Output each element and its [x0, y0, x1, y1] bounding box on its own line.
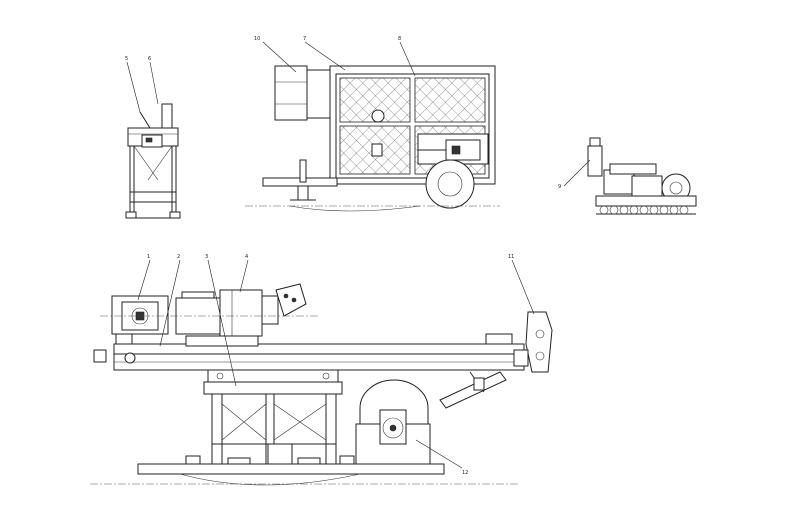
callout-9-label: 9 [558, 184, 561, 190]
callout-12-label: 12 [462, 470, 468, 476]
callout-3-leader [207, 259, 237, 387]
callout-7-leader [304, 41, 346, 71]
front-view: 5 6 [125, 56, 181, 219]
pump-cylinder [587, 145, 603, 177]
callout-12-leader [415, 439, 463, 469]
callout-1-label: 1 [147, 254, 150, 260]
callout-4-leader [149, 61, 159, 105]
callout-3-leader [126, 61, 141, 113]
callout-10-leader [262, 41, 297, 73]
callout-8-leader [399, 41, 416, 77]
callout-4-label: 4 [245, 254, 248, 260]
front-guide [525, 311, 553, 373]
callout-10-label: 10 [254, 36, 260, 42]
callout-4-leader [239, 259, 249, 293]
callout-11-leader [511, 259, 535, 315]
main-elevation: 1 2 3 4 11 12 [90, 254, 553, 486]
callout-5-label: 5 [125, 56, 128, 62]
motor-block [274, 65, 308, 121]
callout-11-label: 11 [508, 254, 514, 260]
callout-7-label: 7 [303, 36, 306, 42]
wheel [425, 159, 475, 209]
pump-base [595, 195, 697, 207]
callout-3-label: 3 [205, 254, 208, 260]
rail-support [203, 381, 343, 395]
callout-6-label: 6 [148, 56, 151, 62]
callout-1-leader [137, 259, 151, 301]
callout-9-leader [563, 159, 591, 187]
hydraulic-motor [219, 289, 263, 337]
callout-2-leader [159, 259, 181, 347]
callout-2-label: 2 [177, 254, 180, 260]
mesh-panel-upper-right [414, 77, 486, 123]
skid-base [137, 463, 445, 475]
pump-view: 9 [558, 137, 697, 215]
callout-8-label: 8 [398, 36, 401, 42]
side-view: 10 7 8 [245, 36, 500, 212]
feed-rail [113, 343, 525, 355]
winch-housing [359, 379, 429, 425]
